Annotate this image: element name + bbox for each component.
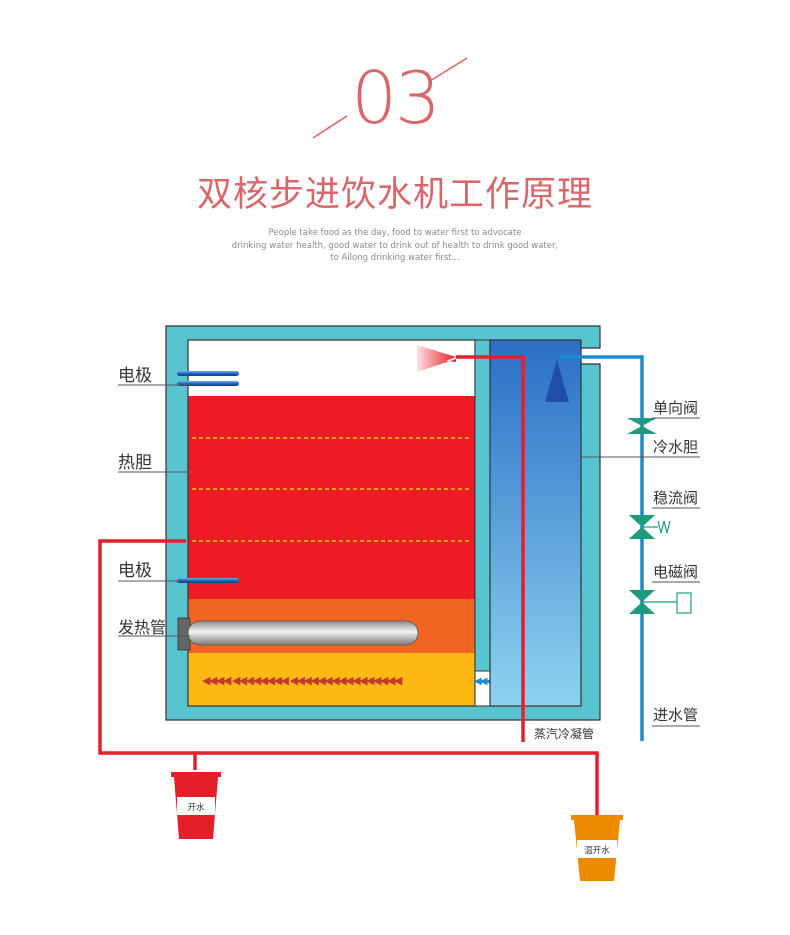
check-valve-icon [627,418,657,426]
cup-rim [171,772,221,777]
steam-nozzle-icon [417,345,456,372]
cold-tank [489,339,582,707]
flow-valve-spring-icon [657,520,671,534]
bottom-water-layer [188,653,475,706]
cup-band [177,797,215,815]
electrode-top-rod [177,381,239,386]
warm-water-pipe [195,751,599,815]
label-electrode-bottom: 电极 [118,561,152,581]
label-cold-tank: 冷水胆 [653,438,698,456]
label-condenser: 蒸汽冷凝管 [534,726,594,741]
boiling-water-cup: 开水 [171,772,221,839]
subtitle-line-2: drinking water health, good water to dri… [231,240,559,251]
solenoid-valve-icon [629,590,655,602]
flow-valve-icon [629,527,655,539]
decor-line-right [429,57,468,82]
electrode-top-rod [177,371,239,376]
subtitle-line-1: People take food as the day, food to wat… [268,228,522,238]
cup-band [577,840,617,858]
cold-tank-inlet-arrow-icon [545,360,569,402]
hot-tank-air [188,340,475,396]
flow-arrows-bottom: ◀◀◀◀ ◀◀◀◀◀◀◀◀ ◀◀◀◀◀◀◀◀◀◀◀◀◀◀◀◀ [202,674,403,687]
steam-condenser-pipe [456,355,525,742]
warm-water-cup: 温开水 [571,815,623,881]
label-heating-tube: 发热管 [118,618,166,637]
label-electrode-top: 电极 [118,366,152,386]
cup-rim [571,815,623,820]
heating-tube [187,620,419,646]
electrode-bottom-rod [177,578,239,583]
solenoid-valve-icon [629,602,655,614]
solenoid-coil-icon [676,592,692,614]
label-check-valve: 单向阀 [653,399,698,417]
label-inlet-pipe: 进水管 [653,706,698,724]
subtitle-line-3: to Ailong drinking water first... [330,253,460,263]
check-valve-icon [627,426,657,434]
label-flow-valve: 稳流阀 [653,489,698,507]
flow-valve-icon [629,515,655,527]
cup-label-warm: 温开水 [584,845,610,856]
flow-channel [474,339,491,672]
label-hot-tank: 热胆 [118,453,152,473]
boiling-water-pipe [98,539,197,770]
decor-line-left [312,115,348,139]
cup-label-boiling: 开水 [187,802,205,813]
page-title: 双核步进饮水机工作原理 [196,175,593,215]
section-number: 03 [351,56,441,140]
flow-arrows-channel: ◀◀◀ [474,676,493,687]
label-solenoid-valve: 电磁阀 [653,563,698,581]
hot-water-layer [188,396,475,599]
subtitle: People take food as the day, food to wat… [0,227,790,265]
